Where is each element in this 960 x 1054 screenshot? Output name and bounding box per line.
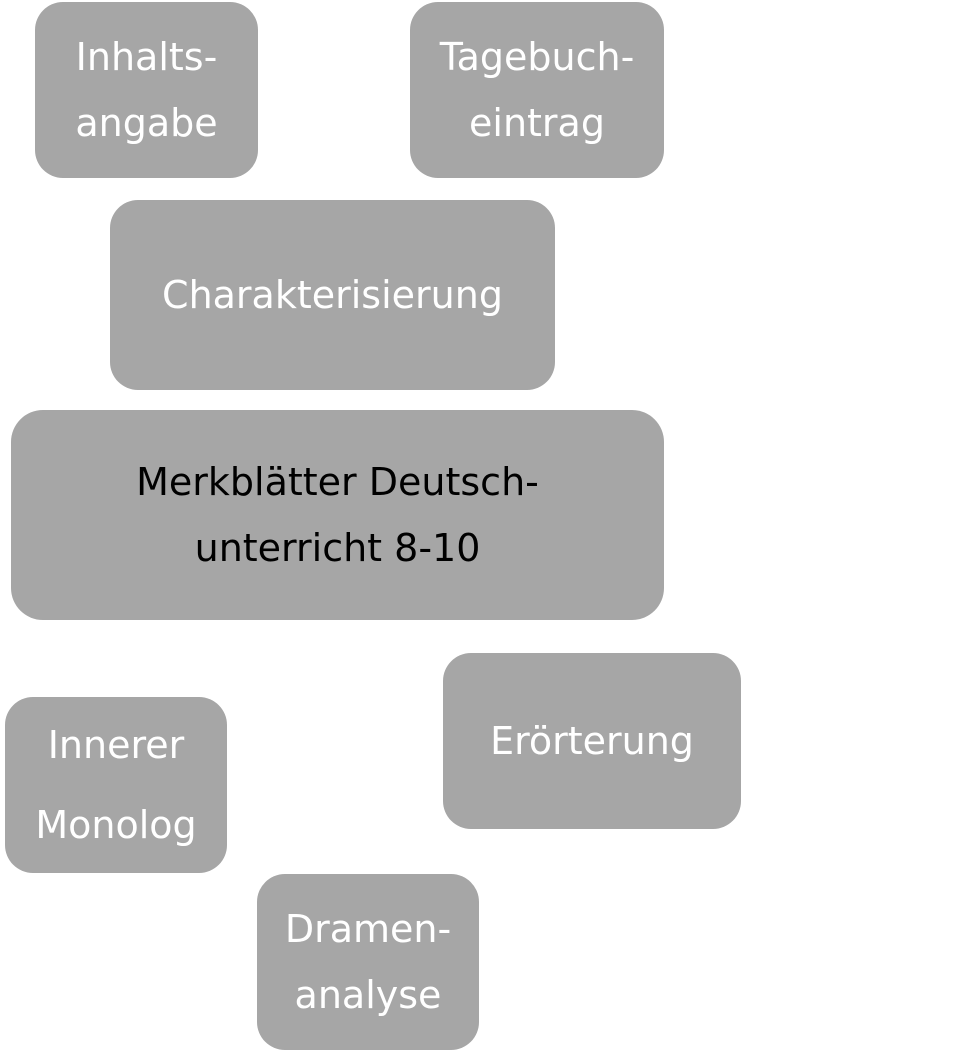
central-topic-merkblaetter[interactable]: Merkblätter Deutsch- unterricht 8-10 [11,410,664,620]
topic-dramenanalyse[interactable]: Dramen- analyse [257,874,479,1050]
topic-label-line: Inhalts- [75,35,218,79]
topic-eroerterung[interactable]: Erörterung [443,653,741,829]
topic-label-line: Charakterisierung [162,273,503,317]
topic-tagebucheintrag[interactable]: Tagebuch- eintrag [410,2,664,178]
topic-label-line: eintrag [469,101,605,145]
topic-label: Tagebuch- eintrag [440,24,635,156]
topic-label: Erörterung [490,708,694,774]
central-topic-line: unterricht 8-10 [194,526,481,570]
central-topic-label: Merkblätter Deutsch- unterricht 8-10 [136,449,539,581]
topic-label: Dramen- analyse [285,896,451,1028]
topic-charakterisierung[interactable]: Charakterisierung [110,200,555,390]
topic-label-line: analyse [294,973,442,1017]
topic-label-line: Dramen- [284,907,452,951]
topic-label-line: angabe [75,101,218,145]
topic-innerer-monolog[interactable]: Innerer Monolog [5,697,227,873]
topic-label: Innerer Monolog [35,705,196,865]
topic-label-line: Tagebuch- [439,35,635,79]
central-topic-line: Merkblätter Deutsch- [136,460,539,504]
topic-label-line: Innerer [47,723,185,767]
topic-label-line: Erörterung [490,719,694,763]
topic-label-line: Monolog [35,803,197,847]
topic-label: Inhalts- angabe [75,24,217,156]
topic-label: Charakterisierung [162,262,503,328]
topic-inhaltsangabe[interactable]: Inhalts- angabe [35,2,258,178]
